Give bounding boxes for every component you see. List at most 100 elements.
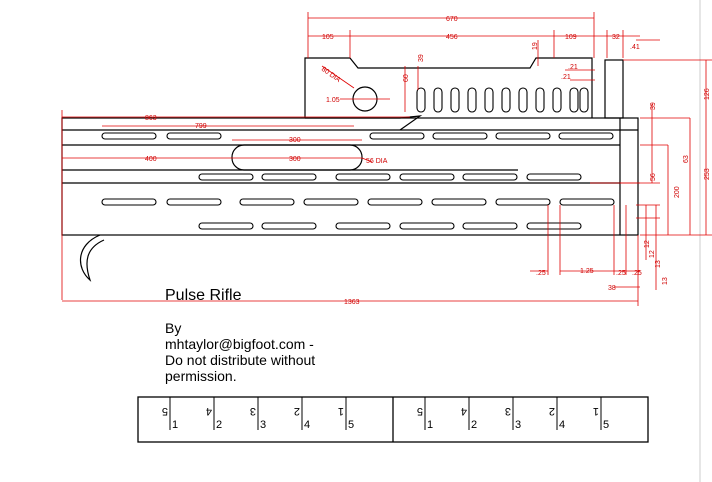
ruler-label: 2 [471, 419, 477, 431]
vent [484, 87, 494, 113]
slot-row-2 [198, 173, 582, 181]
dim-38: 38 [608, 285, 616, 292]
slot [239, 198, 295, 206]
dim-300b: 300 [289, 156, 301, 163]
slot [399, 173, 455, 181]
dim-200: 200 [674, 186, 681, 198]
slot [101, 132, 157, 140]
vent [569, 87, 579, 113]
dim-105: 105 [322, 34, 334, 41]
drawing-title: Pulse Rifle [165, 287, 242, 304]
rear-post [604, 59, 624, 119]
author-note: By mhtaylor@bigfoot.com - Do not distrib… [165, 320, 315, 384]
slot [101, 198, 157, 206]
slot [166, 132, 222, 140]
dim-300a: 300 [289, 137, 301, 144]
dim-1363: 1363 [344, 299, 360, 306]
slot [399, 222, 455, 230]
ruler-label: 3 [250, 405, 256, 417]
dimension-lines [61, 12, 712, 306]
ruler-label: 2 [216, 419, 222, 431]
dim-21b: .21 [561, 74, 571, 81]
dim-400: 400 [145, 156, 157, 163]
vent [416, 87, 426, 113]
vent [467, 87, 477, 113]
dim-41: .41 [630, 44, 640, 51]
ruler-label: 3 [505, 405, 511, 417]
by-label: By [165, 320, 182, 336]
grip-hook [79, 234, 105, 282]
slot [198, 173, 254, 181]
dim-13b: 13 [662, 277, 669, 285]
slot [166, 198, 222, 206]
distribution-line: Do not distribute without [165, 352, 316, 368]
ruler-label: 5 [603, 419, 609, 431]
slot [526, 222, 582, 230]
upper-housing [304, 57, 593, 118]
permission-line: permission. [165, 368, 237, 384]
dim-56dia: 56 DIA [366, 158, 388, 165]
vent [552, 87, 562, 113]
dim-60: 60 [403, 74, 410, 82]
dim-leader [321, 65, 355, 89]
slot-row-4 [198, 222, 582, 230]
vent [518, 87, 528, 113]
ruler-label: 1 [172, 419, 178, 431]
dimension-labels: 670 105 456 109 32 .41 19 39 .21 .21 60 … [145, 16, 711, 306]
slot [335, 173, 391, 181]
dim-12a: 12 [644, 240, 651, 248]
vertical-vents [416, 87, 589, 113]
slot [495, 198, 551, 206]
slot [303, 198, 359, 206]
dim-63: 63 [683, 155, 690, 163]
ruler-label: 4 [559, 419, 565, 431]
ruler-label: 3 [260, 419, 266, 431]
dim-25a: .25 [536, 270, 546, 277]
dim-863: 863 [145, 115, 157, 122]
vent [433, 87, 443, 113]
ruler-label: 4 [304, 419, 310, 431]
ruler-label: 1 [338, 405, 344, 417]
slot [431, 198, 487, 206]
author-email: mhtaylor@bigfoot.com - [165, 336, 314, 352]
dim-39b: 39 [650, 102, 657, 110]
vent [579, 87, 589, 113]
dim-253: 253 [704, 168, 711, 180]
slot [559, 198, 615, 206]
rifle-outline [61, 57, 639, 282]
dim-125: 1.25 [580, 268, 594, 275]
slot [462, 173, 518, 181]
slot [432, 132, 488, 140]
slot [335, 222, 391, 230]
dim-21a: .21 [568, 64, 578, 71]
dim-39a: 39 [418, 54, 425, 62]
ruler-label: 5 [162, 405, 168, 417]
dim-56: 56 [650, 173, 657, 181]
vent [535, 87, 545, 113]
ruler-label: 1 [427, 419, 433, 431]
ruler-label: 5 [417, 405, 423, 417]
dim-12b: 12 [649, 250, 656, 258]
dim-126: 126 [704, 88, 711, 100]
slot [526, 173, 582, 181]
slot [367, 198, 423, 206]
dim-456: 456 [446, 34, 458, 41]
dim-670: 670 [446, 16, 458, 23]
dim-80dia: 80 DIA [320, 66, 342, 84]
slot [558, 132, 614, 140]
ruler-label: 4 [461, 405, 467, 417]
dim-105b: 1.05 [326, 97, 340, 104]
slot [198, 222, 254, 230]
ruler-label: 2 [294, 405, 300, 417]
dim-25c: .25 [632, 270, 642, 277]
ruler-label: 5 [348, 419, 354, 431]
ruler-label: 1 [593, 405, 599, 417]
dim-leader [361, 157, 373, 163]
vent [450, 87, 460, 113]
slot [261, 222, 317, 230]
dim-109: 109 [565, 34, 577, 41]
slot [369, 132, 425, 140]
slot [462, 222, 518, 230]
